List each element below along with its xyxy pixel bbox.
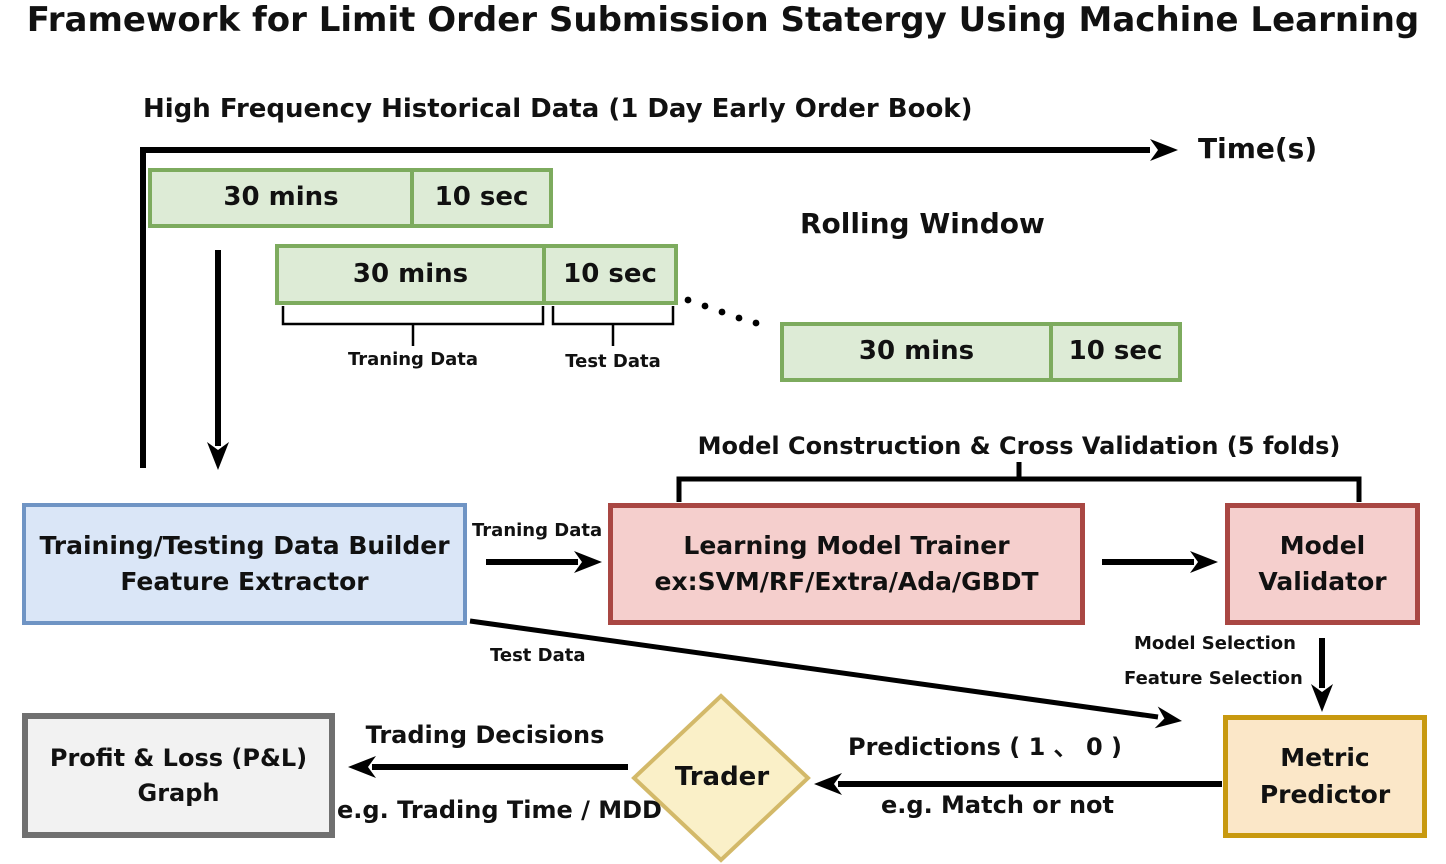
model-selection-label: Model Selection — [1134, 633, 1296, 654]
model-trainer-line2: ex:SVM/RF/Extra/Ada/GBDT — [654, 567, 1039, 596]
pnl-node: Profit & Loss (P&L) Graph — [22, 713, 335, 838]
trainer-to-validator-arrowhead — [1190, 551, 1218, 573]
window1-train-box: 30 mins — [148, 168, 414, 228]
rolling-ellipsis-dots — [684, 296, 760, 327]
predictions-example-label: e.g. Match or not — [881, 791, 1114, 819]
trading-decisions-label: Trading Decisions — [365, 721, 605, 749]
validator-to-metric-arrowhead — [1311, 684, 1333, 712]
feature-selection-label: Feature Selection — [1124, 668, 1303, 689]
data-builder-line2: Feature Extractor — [120, 567, 369, 596]
cross-validation-heading: Model Construction & Cross Validation (5… — [697, 432, 1341, 460]
model-trainer-line1: Learning Model Trainer — [683, 530, 1010, 560]
test-data-arrow-line — [469, 618, 1159, 720]
training-brace-label: Traning Data — [347, 349, 479, 370]
metric-predictor-node: Metric Predictor — [1223, 715, 1427, 838]
diagram-title: Framework for Limit Order Submission Sta… — [26, 0, 1420, 40]
window1-test-box: 10 sec — [410, 168, 553, 228]
trading-example-label: e.g. Trading Time / MDD — [337, 796, 662, 824]
window1-train-label: 30 mins — [223, 182, 339, 213]
window2-train-label: 30 mins — [352, 258, 469, 289]
data-builder-line1: Training/Testing Data Builder — [39, 530, 450, 560]
window3-train-box: 30 mins — [780, 322, 1053, 382]
window3-test-label: 10 sec — [1068, 336, 1163, 367]
test-data-edge-label: Test Data — [490, 645, 586, 666]
cross-validation-bracket — [676, 462, 1362, 502]
model-validator-node: Model Validator — [1225, 503, 1420, 625]
window2-test-box: 10 sec — [542, 244, 678, 305]
window3-train-label: 30 mins — [858, 336, 975, 367]
historical-data-header: High Frequency Historical Data (1 Day Ea… — [143, 94, 973, 124]
test-data-brace — [551, 306, 675, 346]
model-trainer-node: Learning Model Trainer ex:SVM/RF/Extra/A… — [608, 503, 1085, 625]
data-builder-node: Training/Testing Data Builder Feature Ex… — [22, 503, 467, 625]
window2-test-label: 10 sec — [563, 258, 657, 289]
model-validator-line2: Validator — [1258, 567, 1387, 596]
metric-predictor-line1: Metric — [1280, 743, 1370, 773]
window2-train-box: 30 mins — [275, 244, 546, 305]
pnl-line1: Profit & Loss (P&L) — [49, 743, 308, 772]
builder-to-trainer-arrowhead — [574, 551, 602, 573]
trader-node-label: Trader — [674, 762, 770, 792]
training-data-brace — [281, 306, 545, 346]
window-to-builder-arrowhead — [207, 442, 229, 470]
window1-test-label: 10 sec — [434, 182, 529, 213]
trader-to-pnl-arrowhead — [348, 756, 376, 778]
time-axis-label: Time(s) — [1198, 132, 1318, 165]
pnl-line2: Graph — [137, 778, 220, 807]
rolling-window-label: Rolling Window — [800, 207, 1045, 240]
window3-test-box: 10 sec — [1049, 322, 1182, 382]
predictions-label: Predictions ( 1 、 0 ) — [848, 733, 1123, 761]
training-data-edge-label: Traning Data — [472, 520, 603, 541]
time-axis-arrowhead — [1150, 139, 1178, 161]
metric-predictor-line2: Predictor — [1259, 779, 1391, 809]
metric-to-trader-arrowhead — [814, 773, 842, 795]
model-validator-line1: Model — [1279, 530, 1366, 560]
test-brace-label: Test Data — [565, 351, 661, 372]
test-data-arrowhead — [1154, 706, 1182, 729]
